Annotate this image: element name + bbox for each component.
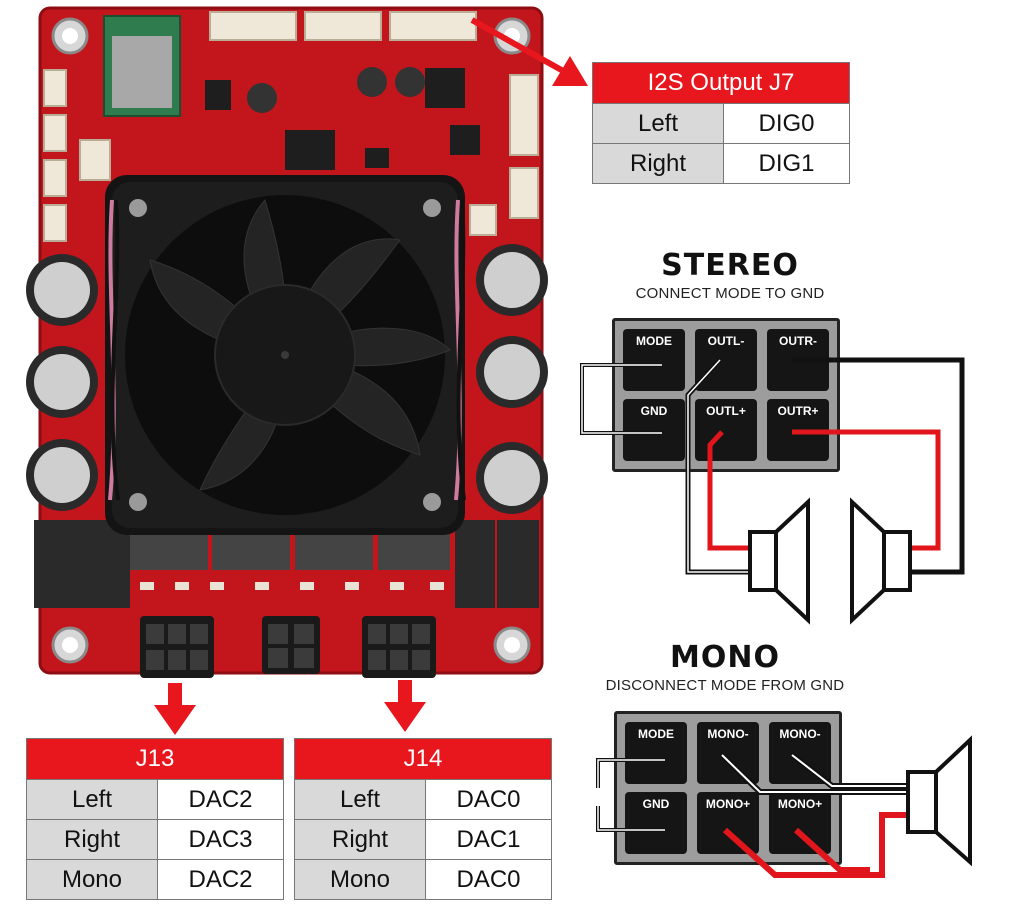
table-row-label: Right <box>592 143 724 184</box>
table-row-value: DIG1 <box>723 143 850 184</box>
mono-wiring <box>596 735 972 878</box>
cooling-fan-icon <box>105 175 466 535</box>
i2s-output-table: I2S Output J7 Left DIG0 Right DIG1 <box>592 62 850 184</box>
terminal-outl-minus: OUTL- <box>695 329 757 391</box>
terminal-mono-minus: MONO- <box>769 722 831 784</box>
stereo-title: STEREO <box>661 248 799 283</box>
table-title: J14 <box>294 738 552 780</box>
table-row-value: DAC1 <box>425 819 552 860</box>
table-title: J13 <box>26 738 284 780</box>
arrow-to-j14-icon <box>384 680 426 732</box>
table-row-label: Right <box>26 819 158 860</box>
stereo-wiring <box>580 357 965 625</box>
stereo-subtitle: CONNECT MODE TO GND <box>635 285 825 302</box>
j13-table: J13 Left DAC2 Right DAC3 Mono DAC2 <box>26 738 284 900</box>
terminal-mono-plus: MONO+ <box>697 792 759 854</box>
mono-speaker-icon <box>906 735 972 867</box>
left-speaker-icon <box>748 497 810 625</box>
terminal-outl-plus: OUTL+ <box>695 399 757 461</box>
table-row-value: DAC2 <box>157 859 284 900</box>
terminal-mode: MODE <box>625 722 687 784</box>
table-row-label: Left <box>26 779 158 820</box>
table-title: I2S Output J7 <box>592 62 850 104</box>
table-row-value: DAC0 <box>425 779 552 820</box>
terminal-mono-plus: MONO+ <box>769 792 831 854</box>
table-row-value: DAC3 <box>157 819 284 860</box>
mono-title: MONO <box>670 640 780 675</box>
table-row-label: Mono <box>294 859 426 900</box>
mono-subtitle: DISCONNECT MODE FROM GND <box>605 677 845 694</box>
mono-terminal-block: MODE MONO- MONO- GND MONO+ MONO+ <box>614 711 842 865</box>
terminal-gnd: GND <box>625 792 687 854</box>
table-row-label: Mono <box>26 859 158 900</box>
right-speaker-icon <box>850 497 912 625</box>
table-row-value: DAC0 <box>425 859 552 900</box>
j14-table: J14 Left DAC0 Right DAC1 Mono DAC0 <box>294 738 552 900</box>
table-row-label: Right <box>294 819 426 860</box>
table-row-value: DAC2 <box>157 779 284 820</box>
terminal-gnd: GND <box>623 399 685 461</box>
stereo-terminal-block: MODE OUTL- OUTR- GND OUTL+ OUTR+ <box>612 318 840 472</box>
arrow-to-j13-icon <box>154 683 196 735</box>
table-row-label: Left <box>592 103 724 144</box>
arrow-to-i2s-icon <box>470 17 588 86</box>
terminal-mono-minus: MONO- <box>697 722 759 784</box>
terminal-mode: MODE <box>623 329 685 391</box>
table-row-value: DIG0 <box>723 103 850 144</box>
table-row-label: Left <box>294 779 426 820</box>
